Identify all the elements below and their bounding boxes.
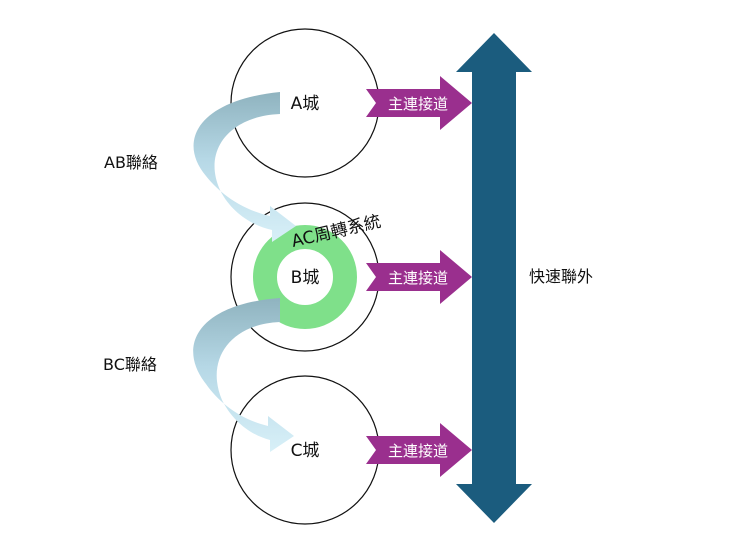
express-label: 快速聯外 [529,267,593,286]
main-road-label-b: 主連接道 [388,269,448,287]
main-road-arrow-c [366,423,472,477]
main-road-label-a: 主連接道 [388,95,448,113]
main-road-arrow-a [366,76,472,130]
main-road-arrow-b [366,250,472,304]
city-b-label: B城 [291,268,320,288]
ab-link-label: AB聯絡 [104,153,158,172]
city-c-label: C城 [291,441,320,461]
city-a-label: A城 [291,94,320,114]
express-double-arrow [456,33,532,523]
main-road-label-c: 主連接道 [388,442,448,460]
ab-curve-arrow [193,92,296,242]
bc-curve-arrow [193,298,294,452]
ac-ring [253,225,357,329]
bc-link-label: BC聯絡 [103,355,157,374]
